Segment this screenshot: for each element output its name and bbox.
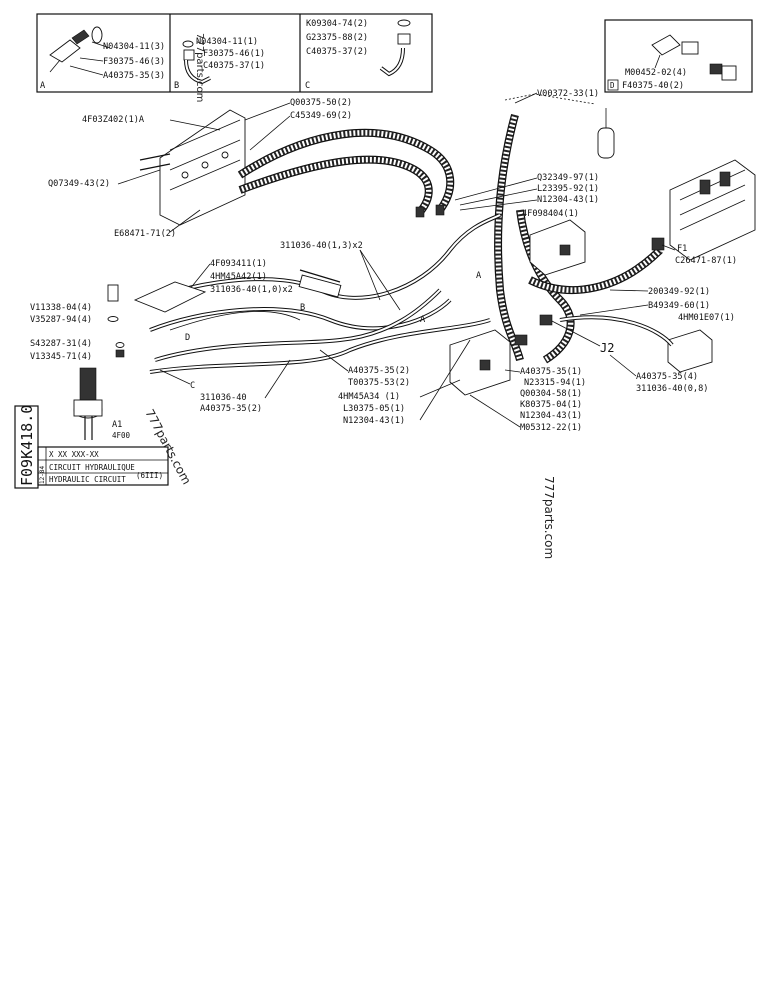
tag-B-1: B xyxy=(300,303,305,313)
inset-a-fitting xyxy=(49,26,103,73)
center-valve-block xyxy=(449,219,586,396)
callout-M05312: M05312-22(1) xyxy=(520,423,582,433)
inset-box-d: M00452-02(4) D F40375-40(2) xyxy=(604,19,753,93)
vertical-braided-hose xyxy=(494,93,615,364)
inset-a-label-1: F30375-46(3) xyxy=(103,57,165,67)
left-valve-manifold xyxy=(139,109,246,226)
callout-F1: F1 xyxy=(677,244,687,254)
callout-A40375-bottom-a: A40375-35(2) xyxy=(200,404,262,414)
title-en: HYDRAULIC CIRCUIT xyxy=(49,475,126,484)
inset-c-label-0: K09304-74(2) xyxy=(306,19,368,29)
callout-4HM45A42: 4HM45A42(1) xyxy=(210,272,267,282)
inset-b-label-2: C40375-37(1) xyxy=(203,61,265,71)
callout-Q00304: Q00304-58(1) xyxy=(520,389,582,399)
callout-N12304-top: N12304-43(1) xyxy=(537,195,599,205)
callout-Q32349: Q32349-97(1) xyxy=(537,173,599,183)
callout-200349: 200349-92(1) xyxy=(648,287,710,297)
title-fr: CIRCUIT HYDRAULIQUE xyxy=(49,463,135,472)
inset-b-label-1: F30375-46(1) xyxy=(203,49,265,59)
callout-V13345: V13345-71(4) xyxy=(30,352,92,362)
tag-J2: J2 xyxy=(600,341,614,355)
callout-Q07349: Q07349-43(2) xyxy=(48,179,110,189)
callout-311036-x2: 311036-40(1,3)x2 xyxy=(280,241,363,251)
title-ref: X XX XXX-XX xyxy=(49,450,99,459)
inset-d-label-1: F40375-40(2) xyxy=(622,81,684,91)
tag-A-2: A xyxy=(476,271,482,281)
right-small-block xyxy=(559,315,713,373)
callout-E68471: E68471-71(2) xyxy=(114,229,176,239)
inset-c-letter: C xyxy=(305,81,310,91)
inset-b-fitting xyxy=(182,40,211,85)
callout-A40375-br: A40375-35(1) xyxy=(520,367,582,377)
center-rigid-tubes xyxy=(149,213,501,374)
inset-b-label-0: N04304-11(1) xyxy=(196,37,258,47)
inset-c-fitting xyxy=(379,19,411,77)
inset-box-abc: A N04304-11(3) F30375-46(3) A40375-35(3)… xyxy=(36,13,433,102)
callout-K80375: K80375-04(1) xyxy=(520,400,582,410)
callout-V11338: V11338-04(4) xyxy=(30,303,92,313)
inset-a-label-0: N04304-11(3) xyxy=(103,42,165,52)
callout-L30375: L30375-05(1) xyxy=(343,404,405,414)
inset-a-label-2: A40375-35(3) xyxy=(103,71,165,81)
callout-V00372: V00372-33(1) xyxy=(537,89,599,99)
inset-d-label-0: M00452-02(4) xyxy=(625,68,687,78)
watermark-2: 777parts.com xyxy=(542,476,556,559)
callout-4F00: 4F00 xyxy=(112,431,131,440)
tag-D: D xyxy=(185,333,190,343)
callout-4HM45A34: 4HM45A34 (1) xyxy=(338,392,400,402)
callout-A40375-right: A40375-35(4) xyxy=(636,372,698,382)
filter-cartridge xyxy=(73,367,103,440)
callout-311036-10x2: 311036-40(1,0)x2 xyxy=(210,285,293,295)
callout-C45349: C45349-69(2) xyxy=(290,111,352,121)
upper-braided-hoses xyxy=(237,128,455,218)
callout-S43287: S43287-31(4) xyxy=(30,339,92,349)
callout-C26471: C26471-87(1) xyxy=(675,256,737,266)
callout-V35287: V35287-94(4) xyxy=(30,315,92,325)
inset-c-label-2: C40375-37(2) xyxy=(306,47,368,57)
inset-d-letter: D xyxy=(610,81,615,90)
inset-b-letter: B xyxy=(174,81,179,91)
title-date: 12-84 xyxy=(39,466,46,484)
title-sheet: (6III) xyxy=(136,471,163,480)
callout-T00375: T00375-53(2) xyxy=(348,378,410,388)
right-control-valve xyxy=(669,159,756,261)
inset-c-label-1: G23375-88(2) xyxy=(306,33,368,43)
callout-N12304-br: N12304-43(1) xyxy=(520,411,582,421)
tag-A-1: A xyxy=(420,315,426,325)
drawing-code: F09K418.0 xyxy=(18,405,36,486)
right-braided-hose xyxy=(528,237,665,294)
callout-B49349: B49349-60(1) xyxy=(648,301,710,311)
watermark-0: 777parts.com xyxy=(194,33,205,102)
callout-Q00375: Q00375-50(2) xyxy=(290,98,352,108)
title-block: F09K418.0 X XX XXX-XX 12-84 CIRCUIT HYDR… xyxy=(14,405,169,489)
callout-311036-right: 311036-40(0,8) xyxy=(636,384,708,394)
callout-311036-bottom: 311036-40 xyxy=(200,393,247,403)
left-bracket-parts xyxy=(107,281,207,358)
callout-N23315: N23315-94(1) xyxy=(524,378,586,388)
tag-C: C xyxy=(190,381,195,391)
callout-4F098404: 4F098404(1) xyxy=(522,209,579,219)
callout-4F093411: 4F093411(1) xyxy=(210,259,267,269)
callout-4HM01E07: 4HM01E07(1) xyxy=(678,313,735,323)
callout-A40375-bottom-b: A40375-35(2) xyxy=(348,366,410,376)
callout-L23395: L23395-92(1) xyxy=(537,184,599,194)
inset-a-letter: A xyxy=(40,81,46,91)
callout-4F03Z402: 4F03Z402(1)A xyxy=(82,115,145,125)
callout-A1: A1 xyxy=(112,420,122,430)
callout-N12304-bottom: N12304-43(1) xyxy=(343,416,405,426)
